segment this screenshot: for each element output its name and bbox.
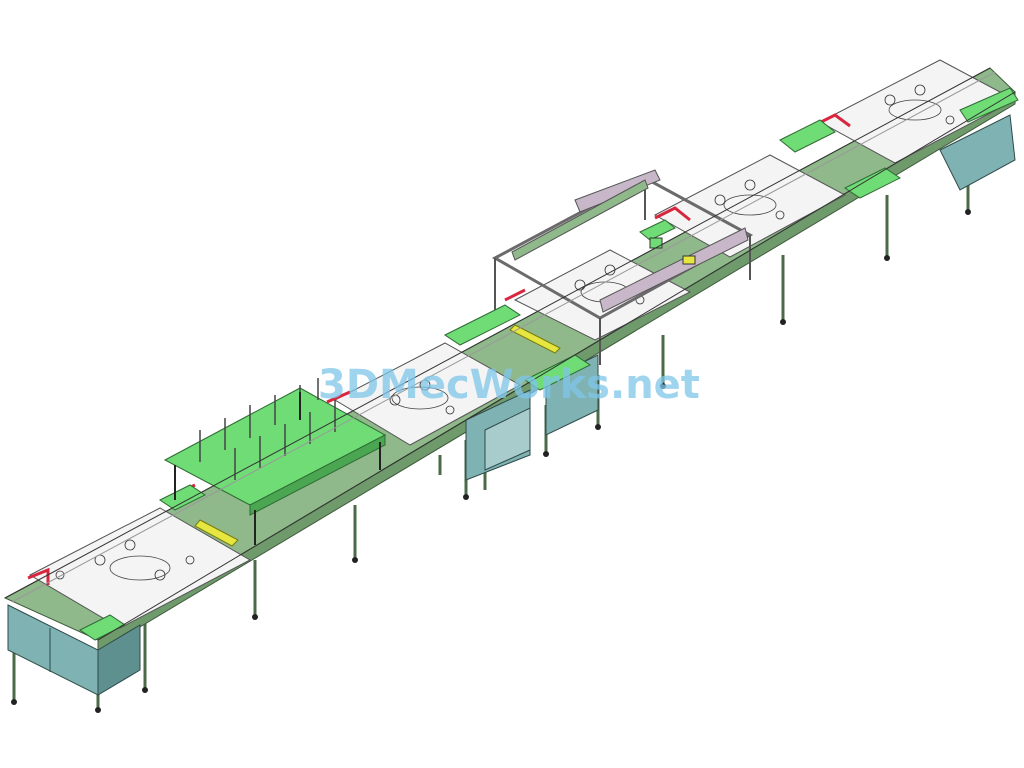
watermark-text: 3DMecWorks.net xyxy=(318,362,700,408)
tray-4 xyxy=(653,154,847,258)
gantry-station xyxy=(491,169,754,365)
leg-feet xyxy=(11,209,971,713)
cabinet-mid-1 xyxy=(465,389,531,481)
press-posts xyxy=(174,392,381,545)
gantry-rail-green xyxy=(511,179,649,261)
tray-3 xyxy=(513,249,692,341)
green-panels xyxy=(79,87,1019,641)
gantry-beam xyxy=(574,169,661,213)
tray-2 xyxy=(333,342,522,446)
cabinet-left xyxy=(7,604,141,696)
cabinet-right xyxy=(939,114,1016,191)
tray-1 xyxy=(28,507,252,629)
frame-lines xyxy=(4,67,1016,641)
tray-fixtures xyxy=(55,84,955,581)
gantry-side-rail xyxy=(599,227,749,313)
press-station xyxy=(163,378,387,545)
